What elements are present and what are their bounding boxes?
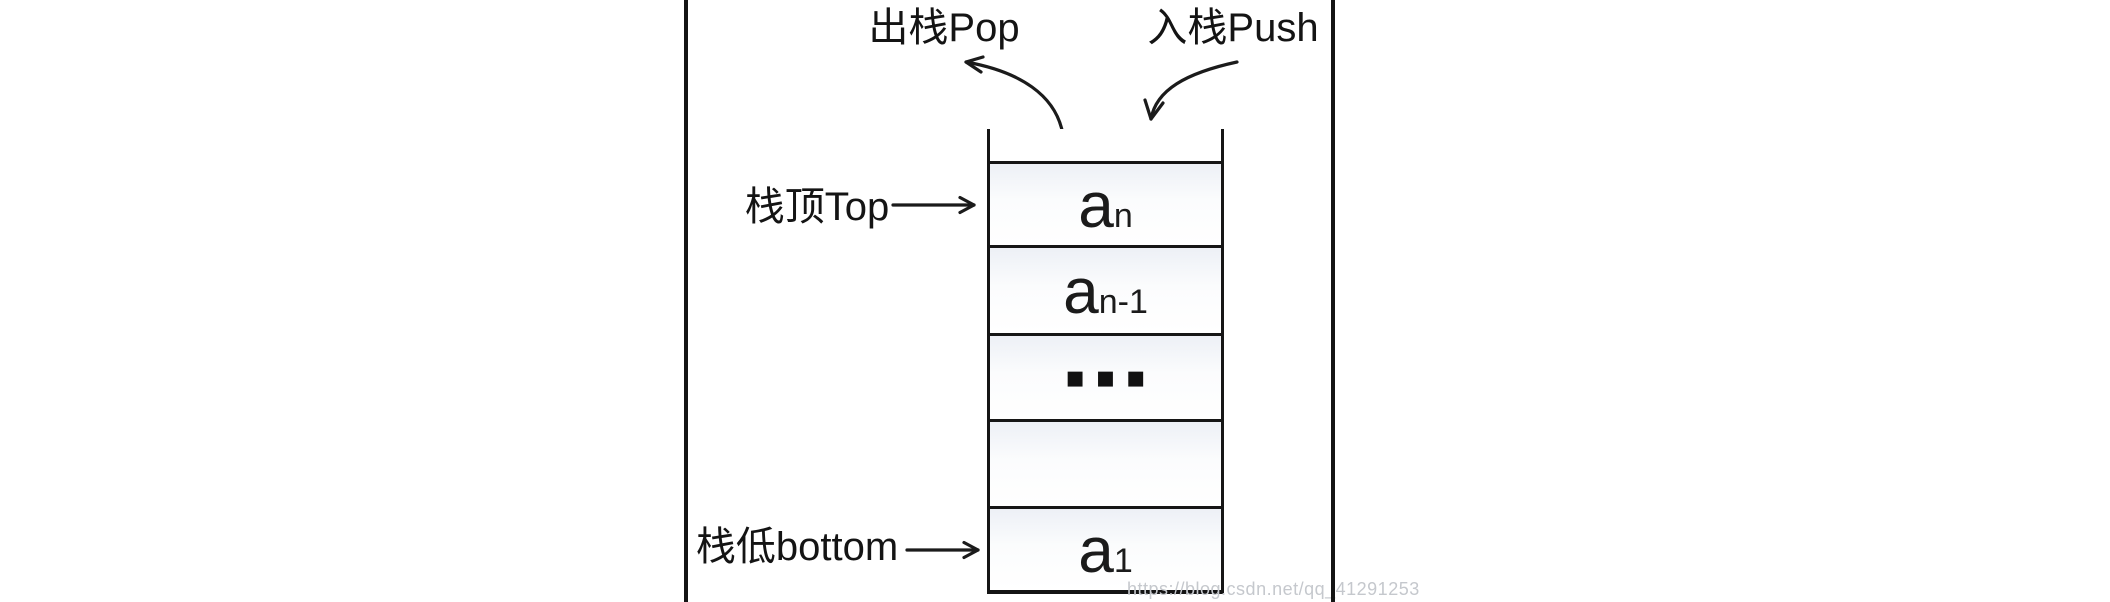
- bottom-pointer-arrow-icon: [905, 540, 980, 560]
- cell-value-a1: a1: [1078, 513, 1133, 586]
- ellipsis-dots-icon: ▪▪▪: [1065, 359, 1156, 395]
- cell-value-an: an: [1078, 168, 1133, 241]
- top-pointer-arrow-icon: [891, 195, 976, 215]
- stack-cell-top: an: [990, 161, 1221, 245]
- stack-cell-ellipsis: ▪▪▪: [990, 333, 1221, 419]
- pop-label: 出栈Pop: [868, 6, 1020, 50]
- stack-bottom-label: 栈低bottom: [695, 525, 899, 569]
- stack-cell-n-1: an-1: [990, 245, 1221, 333]
- stack-cell-bottom: a1: [990, 506, 1221, 590]
- stack-top-label: 栈顶Top: [744, 185, 890, 229]
- frame-left-border: [684, 0, 688, 602]
- push-label: 入栈Push: [1147, 6, 1319, 50]
- watermark-url: https://blog.csdn.net/qq_41291253: [1127, 579, 1420, 599]
- push-arrow-icon: [1143, 60, 1239, 121]
- stack-box: an an-1 ▪▪▪ a1: [987, 129, 1224, 594]
- stack-cell-empty: [990, 419, 1221, 506]
- stack-mouth: [990, 129, 1221, 161]
- frame-right-border: [1331, 0, 1335, 602]
- pop-arrow-icon: [964, 55, 1064, 132]
- cell-value-an-1: an-1: [1063, 254, 1148, 327]
